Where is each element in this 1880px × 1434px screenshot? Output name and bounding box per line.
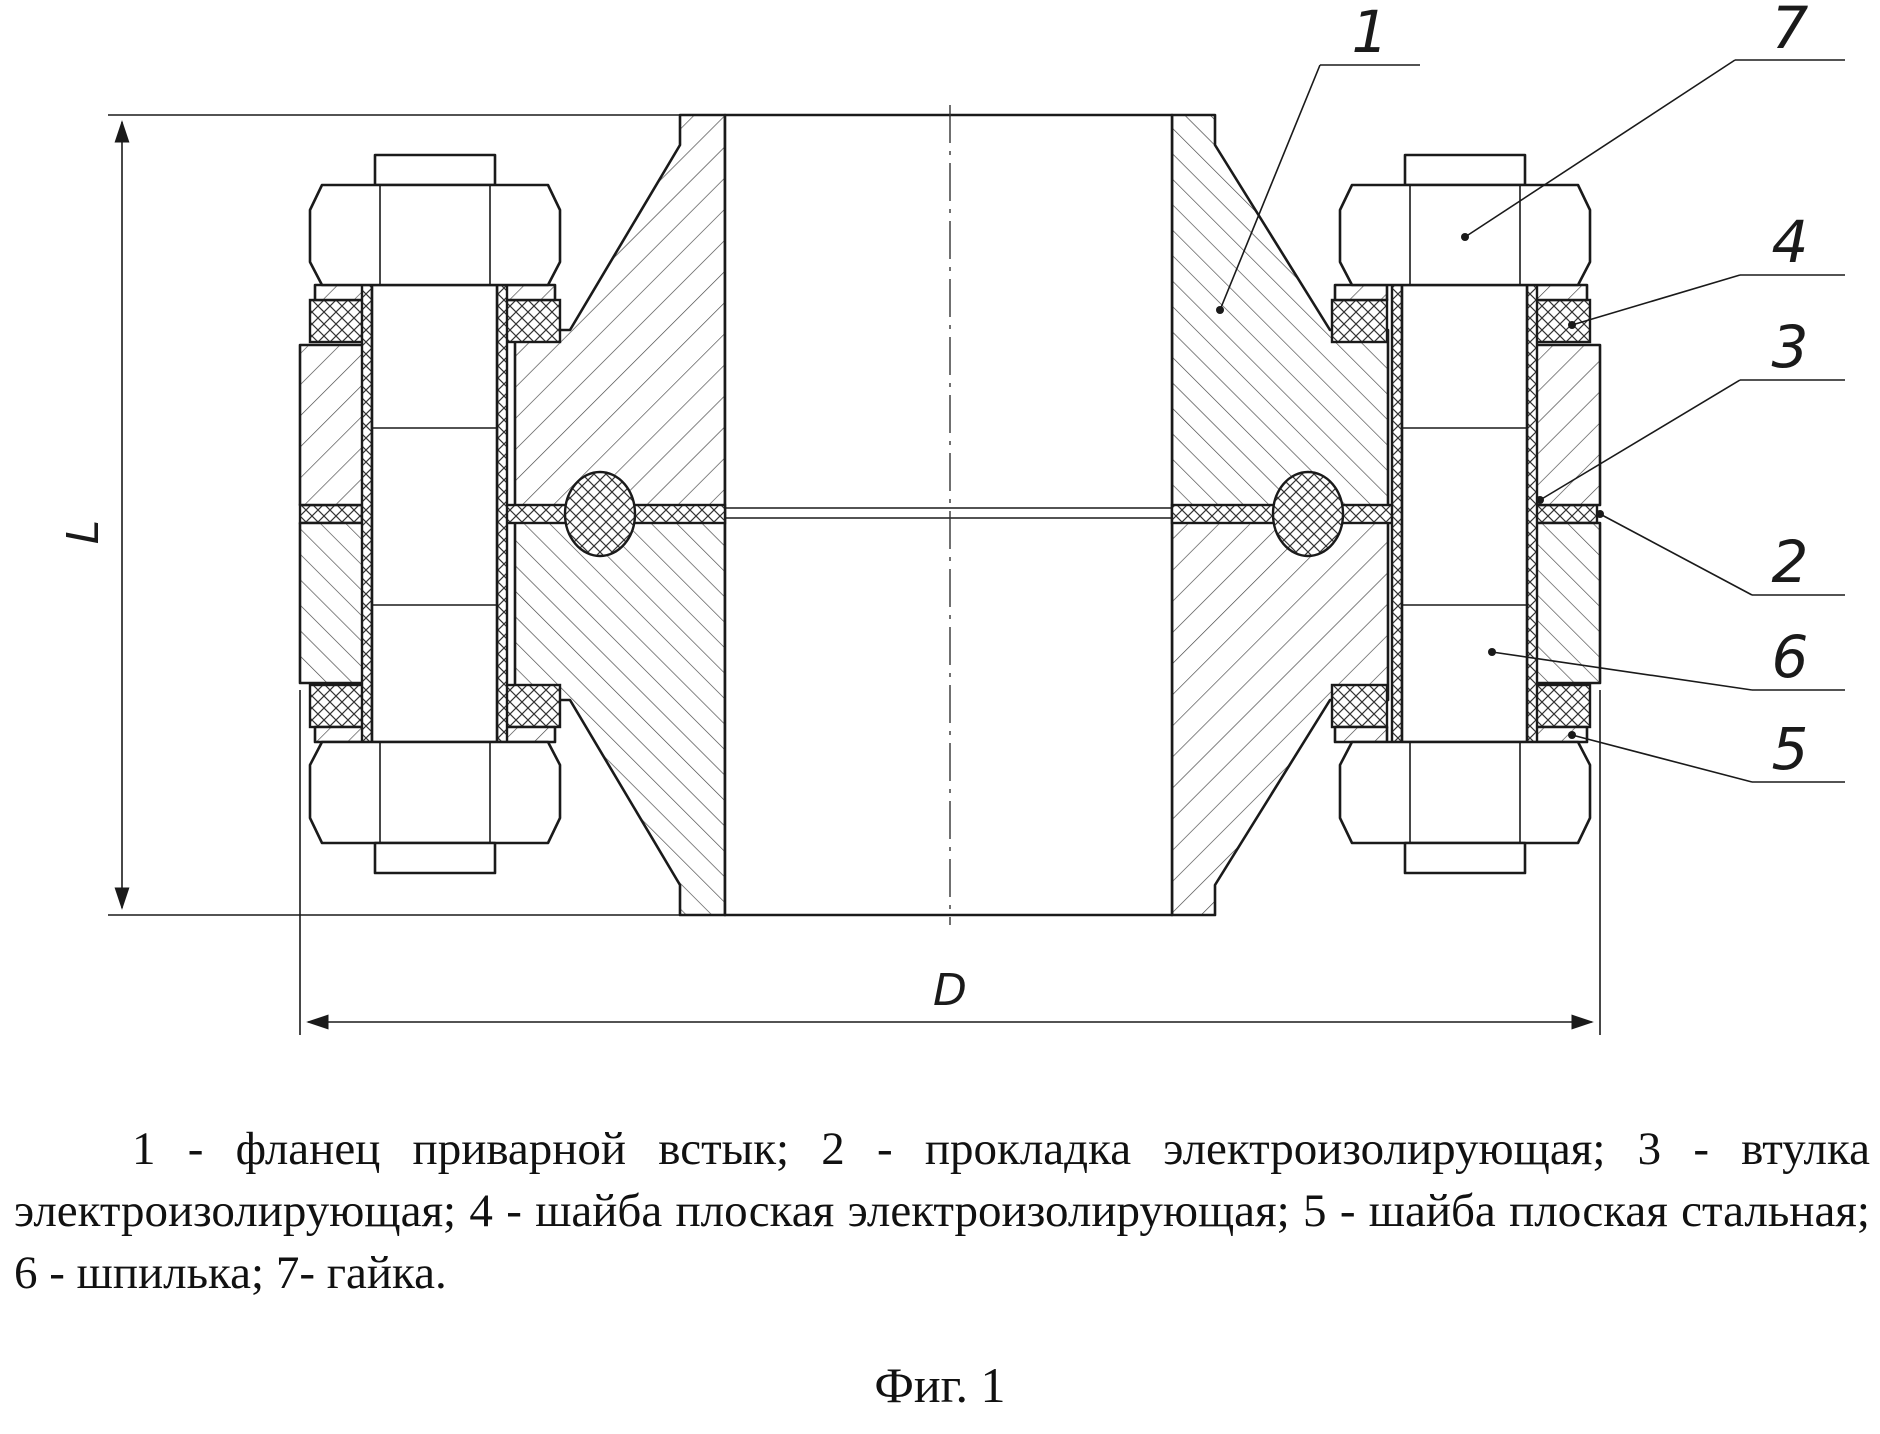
svg-text:3: 3: [1772, 313, 1809, 381]
svg-text:1: 1: [1352, 0, 1389, 66]
flange-left: [513, 113, 727, 917]
callout-2: 2: [1596, 510, 1845, 596]
svg-text:4: 4: [1772, 208, 1809, 276]
svg-text:5: 5: [1772, 715, 1809, 783]
callout-6: 6: [1488, 623, 1845, 691]
stud-left: [370, 283, 499, 744]
figure-label: Фиг. 1: [874, 1357, 1006, 1413]
callout-7: 7: [1461, 0, 1845, 241]
length-label: L: [58, 520, 109, 545]
stud-right: [1400, 283, 1529, 744]
callout-3: 3: [1536, 313, 1845, 504]
parts-legend-caption: 1 - фланец приварной встык; 2 - прокладк…: [14, 1123, 1870, 1299]
svg-text:7: 7: [1772, 0, 1809, 62]
pipe-bore: [723, 113, 1174, 917]
callout-5: 5: [1568, 715, 1845, 783]
dimension-length: L: [58, 114, 725, 916]
flange-assembly-drawing: L D 1 7 4 3 2 6: [58, 0, 1845, 1035]
svg-text:2: 2: [1772, 528, 1809, 596]
bolt-assembly-left: [298, 153, 562, 875]
diameter-label: D: [933, 965, 967, 1016]
svg-text:6: 6: [1772, 623, 1809, 691]
flange-right: [1170, 113, 1390, 917]
dimension-diameter: D: [299, 690, 1601, 1035]
callout-1: 1: [1216, 0, 1420, 314]
callout-4: 4: [1568, 208, 1845, 329]
